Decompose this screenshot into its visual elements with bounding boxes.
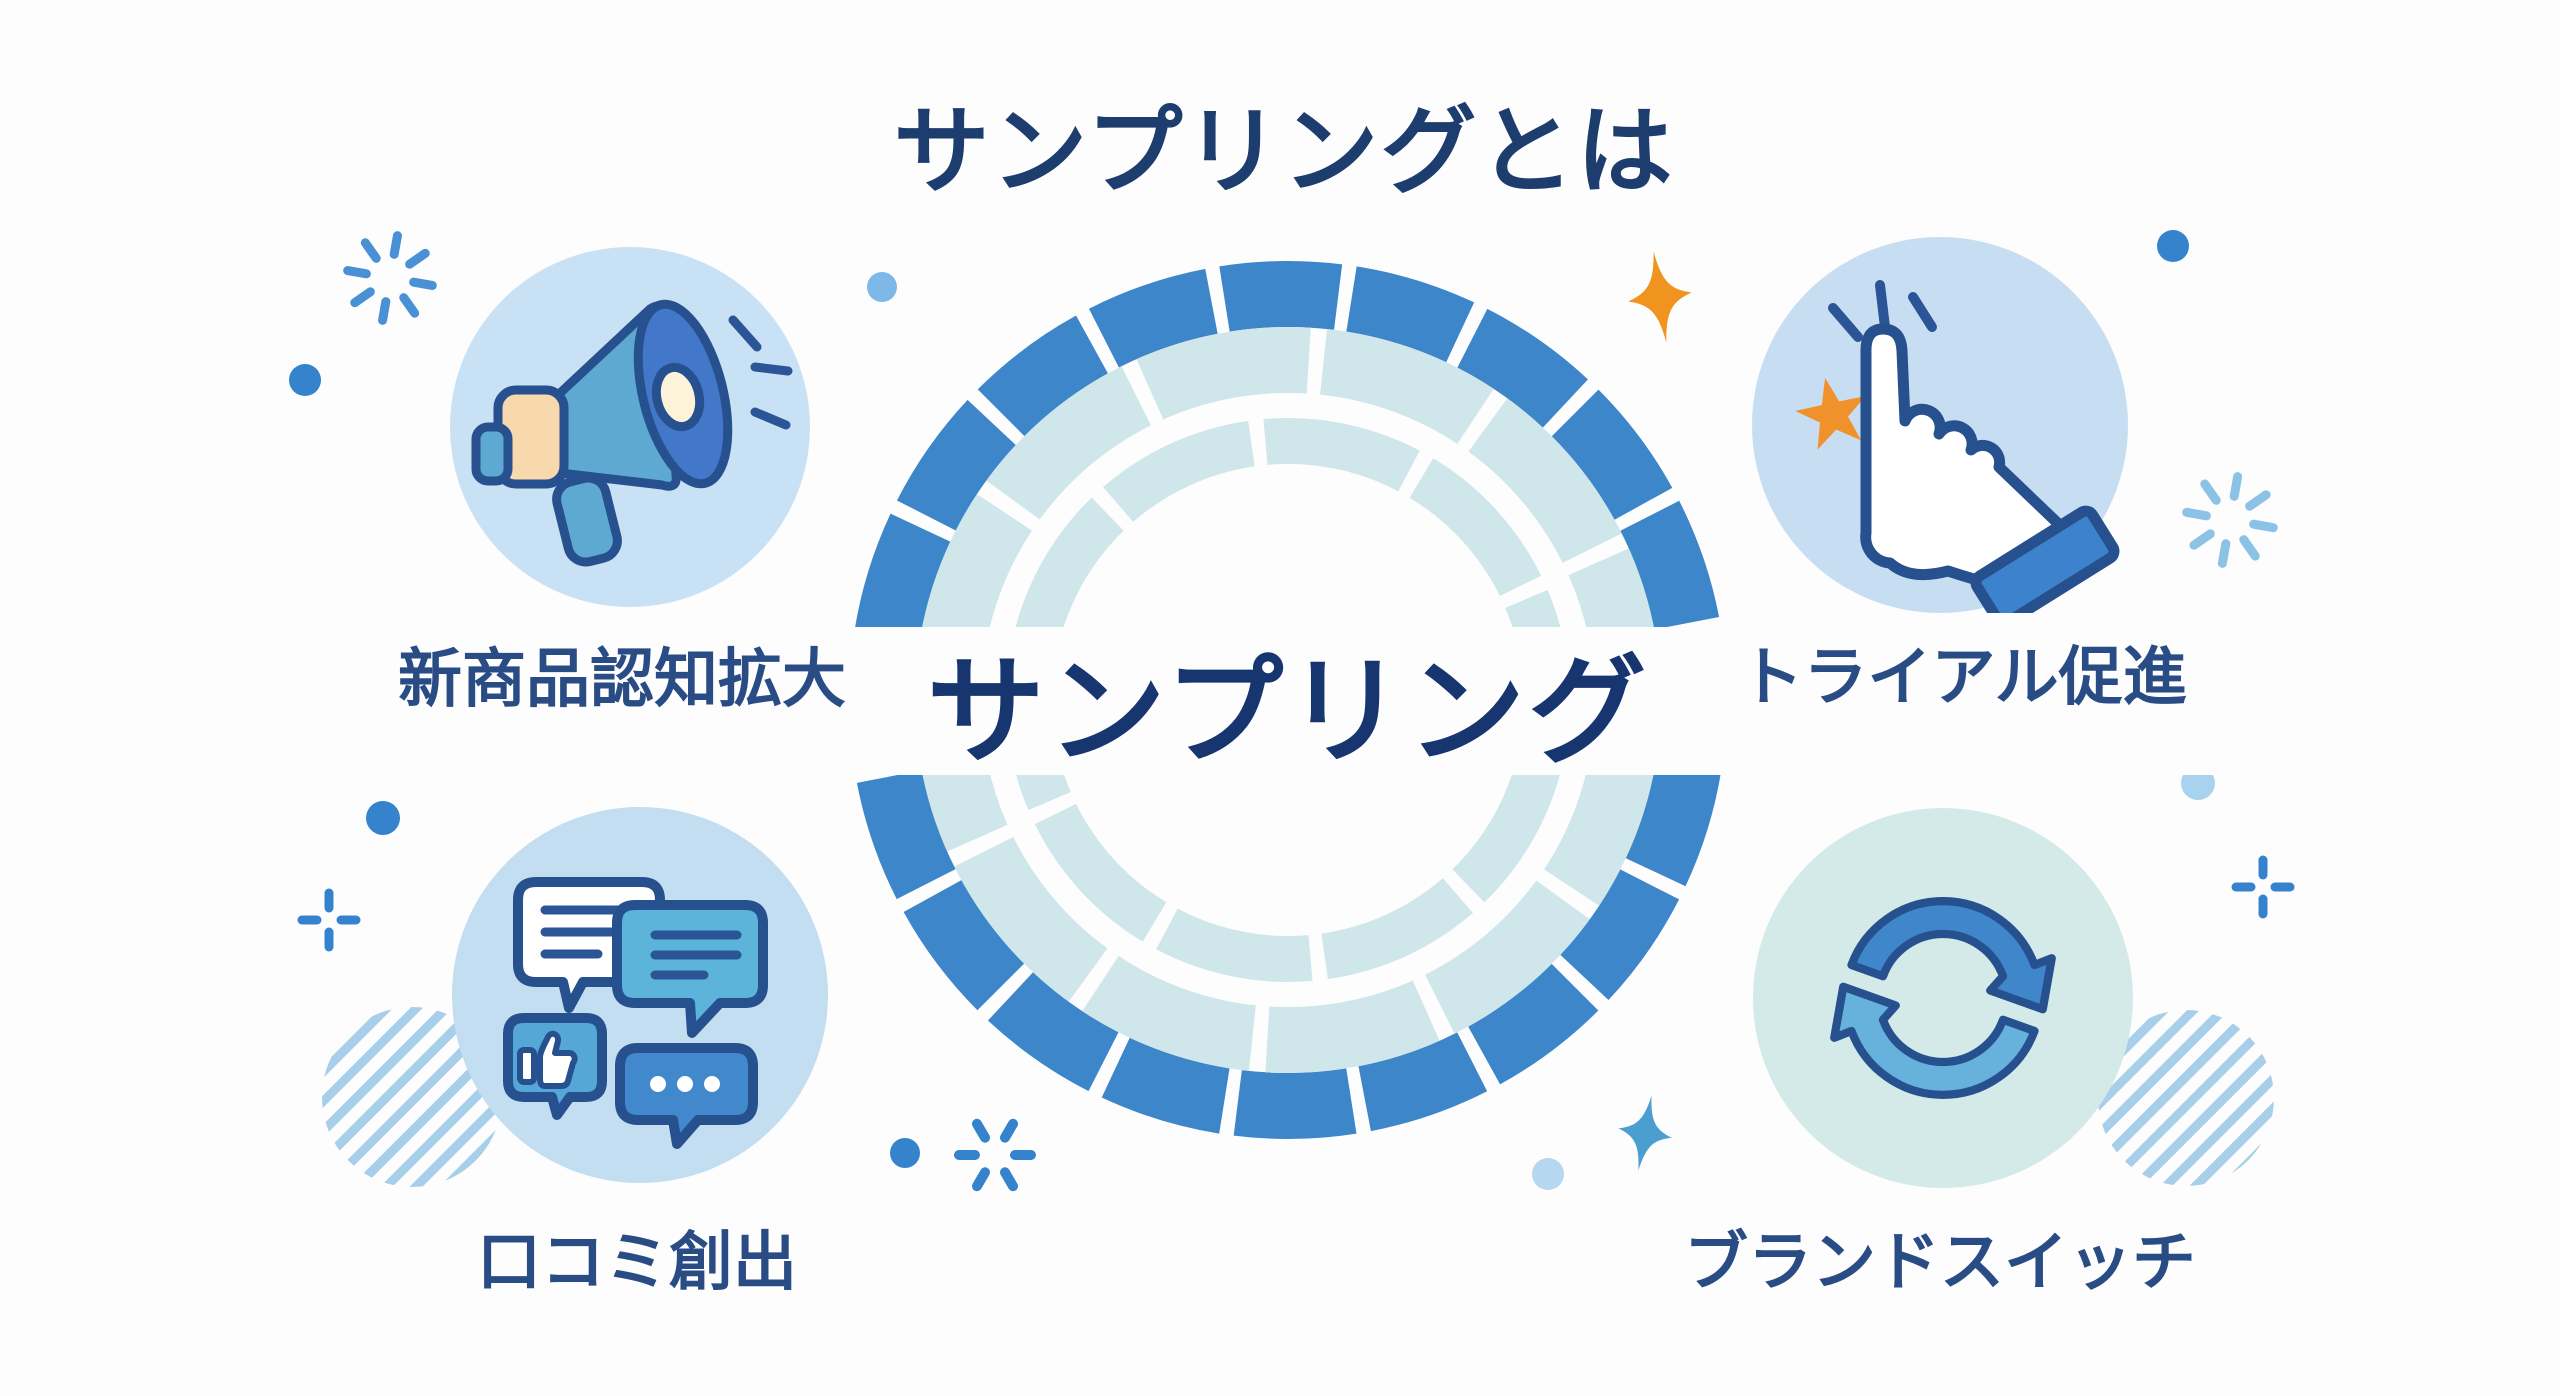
sparkle-burst-icon: [2182, 472, 2278, 568]
click-hand-icon: [1795, 280, 2120, 613]
cycle-arrows-icon: [1830, 897, 2056, 1099]
item-label-awareness: 新商品認知拡大: [398, 643, 846, 715]
cycle-arrow-top: [1847, 897, 2056, 1014]
dot-icon: [289, 364, 321, 396]
plus-sparkle-icon: [297, 888, 361, 952]
thumbs-up-icon: [517, 1030, 578, 1089]
item-circle-trial: [1752, 237, 2128, 613]
four-point-star-icon: [1618, 1095, 1672, 1171]
megaphone-knob: [471, 422, 513, 486]
ring-middle-segments: [915, 326, 1661, 1073]
dot-icon: [890, 1138, 920, 1168]
sound-lines-icon: [728, 315, 793, 430]
bubble-text-lines: [650, 930, 742, 980]
center-band: [0, 627, 2560, 775]
star-icon: [1795, 377, 1866, 450]
center-keyword: サンプリング: [926, 646, 1650, 779]
cycle-arrow-bottom: [1830, 982, 2039, 1099]
page-title: サンプリングとは: [893, 98, 1675, 206]
plus-sparkle-icon: [2231, 855, 2295, 919]
sparkle-burst-icon: [343, 231, 437, 325]
dot-icon: [867, 272, 897, 302]
megaphone-handle: [552, 473, 622, 567]
hand-cuff: [1970, 505, 2120, 613]
item-circle-awareness: [450, 247, 810, 607]
item-label-brand-switch: ブランドスイッチ: [1684, 1226, 2196, 1298]
item-label-word-of-mouth: 口コミ創出: [477, 1226, 797, 1298]
chat-bubbles-icon: [503, 877, 768, 1149]
dots-bubble: [615, 1043, 758, 1149]
sparkle-burst-icon: [954, 1118, 1036, 1192]
four-point-star-icon: [1628, 251, 1692, 343]
item-label-trial: トライアル促進: [1739, 641, 2187, 713]
click-burst-icon: [1828, 280, 1937, 342]
megaphone-opening: [651, 362, 705, 432]
speech-bubble-teal: [612, 900, 768, 1038]
typing-dots: [650, 1076, 720, 1092]
dot-icon: [2157, 230, 2189, 262]
dot-icon: [366, 801, 400, 835]
item-circle-brand-switch: [1753, 808, 2133, 1188]
pointing-hand: [1860, 323, 2074, 595]
megaphone-icon: [471, 299, 793, 567]
dot-icon: [1532, 1158, 1564, 1190]
item-circle-word-of-mouth: [452, 807, 828, 1183]
